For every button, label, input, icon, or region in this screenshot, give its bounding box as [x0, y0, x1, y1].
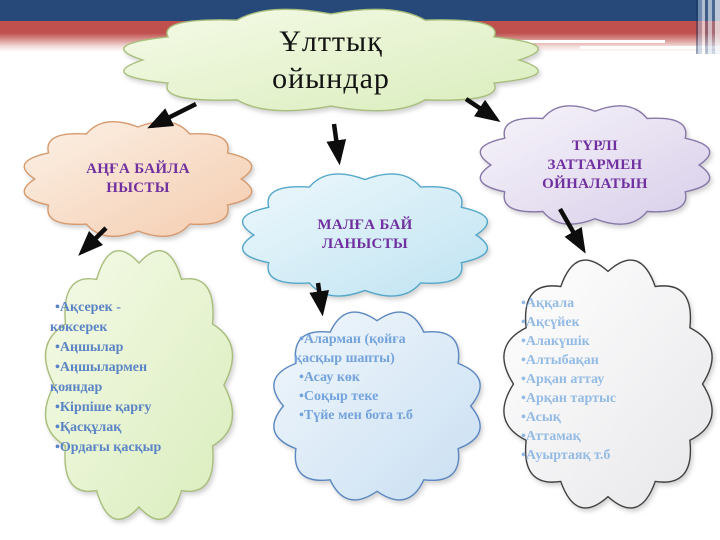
title-cloud: Ұлттық ойындар: [116, 6, 546, 114]
list-item: •Қасқұлақ: [55, 420, 122, 435]
list-item: •Алакүшік: [521, 334, 590, 349]
slide-title-line2: ойындар: [272, 62, 390, 95]
list-item: •Алтыбақан: [521, 353, 599, 368]
arrow-title-to-livestock: [326, 123, 347, 166]
list-cloud-livestock: •Аларман (қойға қасқыр шапты) •Асау көк •С…: [270, 306, 484, 506]
list-cloud-objects: •Аққала •Ақсүйек •Алакүшік •Алтыбақан •Арқан…: [500, 252, 716, 516]
list-item: •Аларман (қойға қасқыр шапты): [294, 332, 406, 366]
list-item: •Арқан тартыс: [521, 391, 617, 406]
list-item: •Соқыр теке: [299, 389, 379, 404]
branch-label-hunting: АҢҒА БАЙЛАНЫСТЫ: [86, 161, 190, 196]
list-item: •Ордағы қасқыр: [55, 440, 162, 455]
branch-label-livestock: МАЛҒА БАЙЛАНЫСТЫ: [317, 217, 413, 252]
list-item: •Аттамақ: [521, 429, 581, 444]
list-item: •Арқан аттау: [521, 372, 605, 387]
list-item: •Асық: [521, 410, 561, 425]
list-item: •Ауыртаяқ т.б: [521, 448, 611, 463]
list-item: •Ақсүйек: [521, 315, 580, 330]
header-white-line-2: [580, 46, 720, 49]
object-games-list: •Аққала •Ақсүйек •Алакүшік •Алтыбақан •Арқан…: [516, 294, 684, 465]
list-item: •Аңшылармен қояндар: [50, 360, 148, 395]
header-white-line-1: [485, 40, 665, 43]
list-item: •Кірпіше қарғу: [55, 400, 152, 415]
branch-cloud-livestock: МАЛҒА БАЙЛАНЫСТЫ: [238, 170, 492, 300]
branch-label-objects: ТҮРЛІ ЗАТТАРМЕН ОЙНАЛАТЫН: [542, 137, 648, 192]
slide-title-line1: Ұлттық: [279, 25, 383, 58]
list-item: •Аңшылар: [55, 340, 124, 355]
branch-cloud-objects: ТҮРЛІ ЗАТТАРМЕН ОЙНАЛАТЫН: [476, 102, 714, 228]
livestock-games-list: •Аларман (қойға қасқыр шапты) •Асау көк •С…: [294, 330, 420, 425]
list-item: •Түйе мен бота т.б: [299, 408, 413, 423]
list-item: •Аққала: [521, 296, 575, 311]
list-cloud-hunting: •Ақсерек - көксерек •Аңшылар •Аңшылармен қ…: [42, 242, 236, 528]
slide-title: Ұлттық ойындар: [272, 23, 390, 97]
list-item: •Ақсерек - көксерек: [50, 300, 121, 335]
list-item: •Асау көк: [299, 370, 360, 385]
branch-cloud-hunting: АҢҒА БАЙЛАНЫСТЫ: [20, 118, 256, 240]
right-edge-stripes: [696, 0, 720, 54]
hunting-games-list: •Ақсерек - көксерек •Аңшылар •Аңшылармен қ…: [50, 298, 166, 458]
